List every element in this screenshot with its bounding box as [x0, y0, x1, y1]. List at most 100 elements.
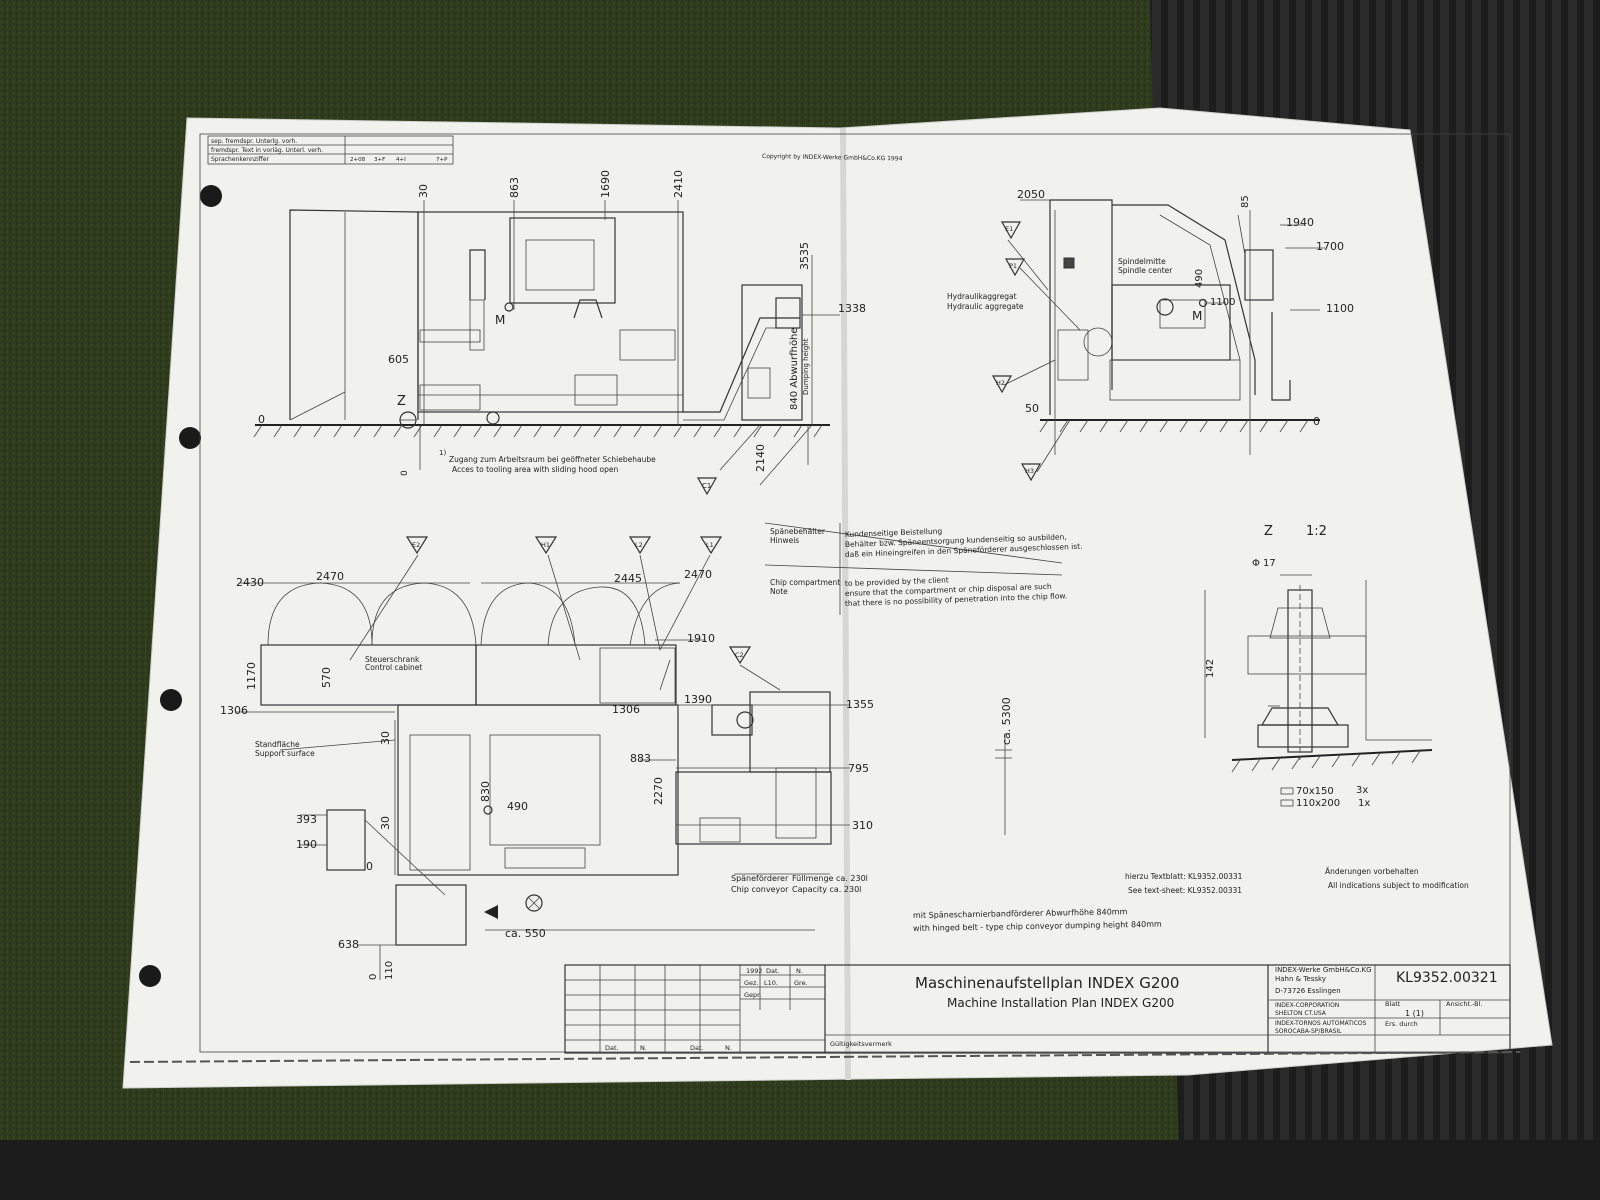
note-label-en-1: Chip compartment — [770, 578, 840, 587]
hydraulic-aggregate-en: Hydraulic aggregate — [947, 302, 1024, 311]
punch-hole — [179, 427, 201, 449]
zero-mark: 0 — [400, 470, 410, 476]
bottom-edge-line — [129, 1051, 1521, 1063]
header-table: sep. fremdspr. Unterlg. vorh. fremdspr. … — [207, 135, 454, 165]
drawing-paper — [122, 107, 1553, 1089]
dim-605: 605 — [388, 353, 409, 366]
chip-conveyor-de: Späneförderer — [731, 874, 789, 883]
spindle-center-en: Spindle center — [1118, 266, 1173, 275]
chip-compartment-notes: Späneb‍ehälter Hinweis Kundenseitige Bei… — [764, 522, 1083, 615]
floor-strip — [0, 1140, 1600, 1200]
lang-code: 4+I — [396, 157, 406, 163]
corp-us: INDEX-CORPORATION — [1275, 1002, 1339, 1009]
h1-marker: H1 — [541, 541, 550, 549]
l2-marker: L2 — [635, 541, 643, 549]
drawing-title-en: Machine Installation Plan INDEX G200 — [947, 996, 1174, 1010]
dim-795: 795 — [848, 762, 869, 775]
title-block: 1992 Dat. N. Gez. L10. Gre. Gepr. Gültig… — [564, 964, 1511, 1054]
pad-qty-1: 3x — [1356, 785, 1368, 796]
dim-1700: 1700 — [1316, 240, 1344, 253]
pad-qty-2: 1x — [1358, 798, 1370, 809]
control-cabinet-en: Control cabinet — [365, 663, 422, 672]
dim-142: 142 — [1205, 659, 1216, 678]
note-label-de-1: Späneb‍ehälter — [770, 527, 826, 536]
dim-1910: 1910 — [687, 632, 715, 645]
dim-label: 30 — [417, 184, 430, 198]
overall-length-dimension: ca. 5300 — [995, 697, 1013, 835]
front-elevation-view — [991, 199, 1325, 482]
zero-mark: 0 — [1313, 415, 1320, 428]
p1-marker: P1 — [1009, 262, 1017, 270]
dim-2140: 2140 — [754, 444, 767, 472]
tb-validity-label: Gültigkeitsvermerk — [830, 1040, 892, 1048]
copyright-text: Copyright by INDEX-Werke GmbH&Co.KG 1994 — [762, 153, 903, 162]
plan-view — [235, 536, 850, 980]
replaced-by-label: Ers. durch — [1385, 1020, 1418, 1028]
footnote-en: Acces to tooling area with sliding hood … — [452, 465, 619, 474]
dim-1338: 1338 — [838, 302, 866, 315]
header-row-3: Sprachenkennziffer — [211, 156, 270, 163]
note-label-de-2: Hinweis — [770, 536, 799, 545]
drawing-number: KL9352.00321 — [1396, 970, 1498, 986]
c2-marker: C2 — [735, 651, 744, 659]
side-elevation-labels: 30 863 1690 2410 605 0 Z M 3535 1338 840… — [258, 170, 866, 490]
dim-label: 863 — [508, 177, 521, 198]
plan-view-labels: 2430 2470 2445 2470 1910 1170 570 Steuer… — [220, 541, 874, 980]
company-name: INDEX-Werke GmbH&Co.KG — [1275, 966, 1372, 974]
company-name-2: Hahn & Tessky — [1275, 975, 1326, 983]
front-elevation-labels: 2050 85 1940 1700 1100 1100 490 Spindelm… — [947, 188, 1354, 475]
tb-checked-label: Gepr. — [744, 991, 761, 999]
dim-2470: 2470 — [316, 570, 344, 583]
tb-date-label: Dat. — [605, 1044, 619, 1052]
pad-size-1: 70x150 — [1296, 786, 1334, 797]
dim-190: 190 — [296, 838, 317, 851]
dim-1306: 1306 — [220, 704, 248, 717]
dim-830: 830 — [479, 781, 492, 802]
punch-hole — [139, 965, 161, 987]
hydraulic-aggregate-de: Hydraulikaggregat — [947, 292, 1017, 301]
lang-code: 3+F — [374, 157, 385, 163]
e2-marker: E2 — [412, 541, 420, 549]
lang-code: 7+P — [436, 157, 448, 163]
punch-hole — [200, 185, 222, 207]
footnote-de: Zugang zum Arbeitsraum bei geöffneter Sc… — [449, 455, 656, 464]
dim-5300: ca. 5300 — [1000, 697, 1013, 745]
footnote-number: 1) — [439, 449, 446, 457]
dim-490: 490 — [1194, 269, 1205, 288]
spindle-m-mark: M — [1192, 309, 1202, 323]
drawing-border — [199, 133, 1511, 1053]
sheet-label: Blatt — [1385, 1000, 1401, 1008]
zero-mark: 0 — [368, 974, 379, 980]
dumping-height-en: Dumping height — [802, 338, 810, 395]
dim-570: 570 — [320, 667, 333, 688]
changes-reserved-de: Änderungen vorbehalten — [1325, 867, 1419, 876]
tb-year: 1992 — [746, 967, 763, 975]
sheet-value: 1 (1) — [1405, 1009, 1424, 1018]
tb-name-label: N. — [725, 1044, 732, 1052]
support-surface-de: Standfläche — [255, 740, 300, 749]
l1-marker: L1 — [706, 541, 714, 549]
text-sheet-ref-en: See text-sheet: KL9352.00331 — [1128, 886, 1242, 895]
dim-3535: 3535 — [798, 242, 811, 270]
dim-30: 30 — [379, 816, 392, 830]
capacity-de: Füllmenge ca. 230l — [792, 874, 868, 883]
capacity-en: Capacity ca. 230l — [792, 885, 861, 894]
z-detail-mark: Z — [397, 394, 406, 409]
header-row-1: sep. fremdspr. Unterlg. vorh. — [211, 138, 297, 145]
dim-label: 1690 — [599, 170, 612, 198]
dim-638: 638 — [338, 938, 359, 951]
dim-30: 30 — [379, 731, 392, 745]
dim-1355: 1355 — [846, 698, 874, 711]
note-text-de-1: Kundenseitige Beistellung — [845, 527, 943, 539]
dim-1306: 1306 — [612, 703, 640, 716]
hinged-conveyor-de: mit Späne­scharnierbandförderer Abwurfhö… — [913, 907, 1128, 920]
h3-marker: H3 — [1025, 467, 1034, 475]
corp-us-city: SHELTON CT.USA — [1275, 1010, 1327, 1017]
detail-z-labels: Z 1:2 Φ 17 142 70x150 110x200 3x 1x — [1205, 524, 1370, 809]
view-sheet-label: Ansicht.-Bl. — [1446, 1000, 1483, 1008]
paper-fold — [840, 127, 851, 1081]
tb-size-label: Gre. — [794, 979, 808, 987]
tb-name-label: N. — [640, 1044, 647, 1052]
note-label-en-2: Note — [770, 587, 788, 596]
